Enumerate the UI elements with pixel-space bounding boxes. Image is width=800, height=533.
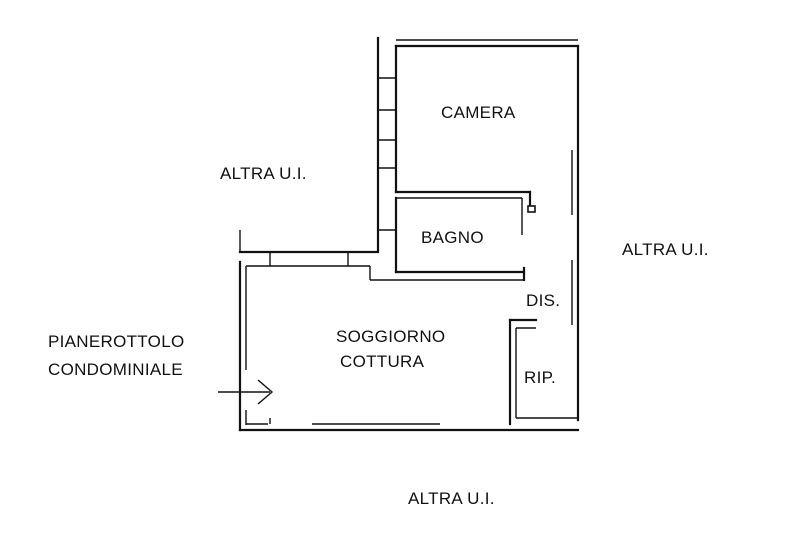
room-label-dis: DIS.	[526, 291, 561, 310]
label-condominiale: CONDOMINIALE	[48, 360, 183, 379]
label-altra-ui-right: ALTRA U.I.	[622, 240, 709, 259]
label-altra-ui-left: ALTRA U.I.	[220, 164, 307, 183]
room-label-soggiorno: SOGGIORNO	[336, 327, 446, 346]
room-label-rip: RIP.	[524, 368, 557, 387]
room-label-bagno: BAGNO	[421, 228, 484, 247]
label-altra-ui-bottom: ALTRA U.I.	[408, 489, 495, 508]
entrance-arrow	[218, 379, 274, 405]
label-pianerottolo: PIANEROTTOLO	[48, 332, 185, 351]
room-label-cottura: COTTURA	[340, 352, 425, 371]
room-label-camera: CAMERA	[441, 103, 516, 122]
walls	[238, 36, 580, 432]
